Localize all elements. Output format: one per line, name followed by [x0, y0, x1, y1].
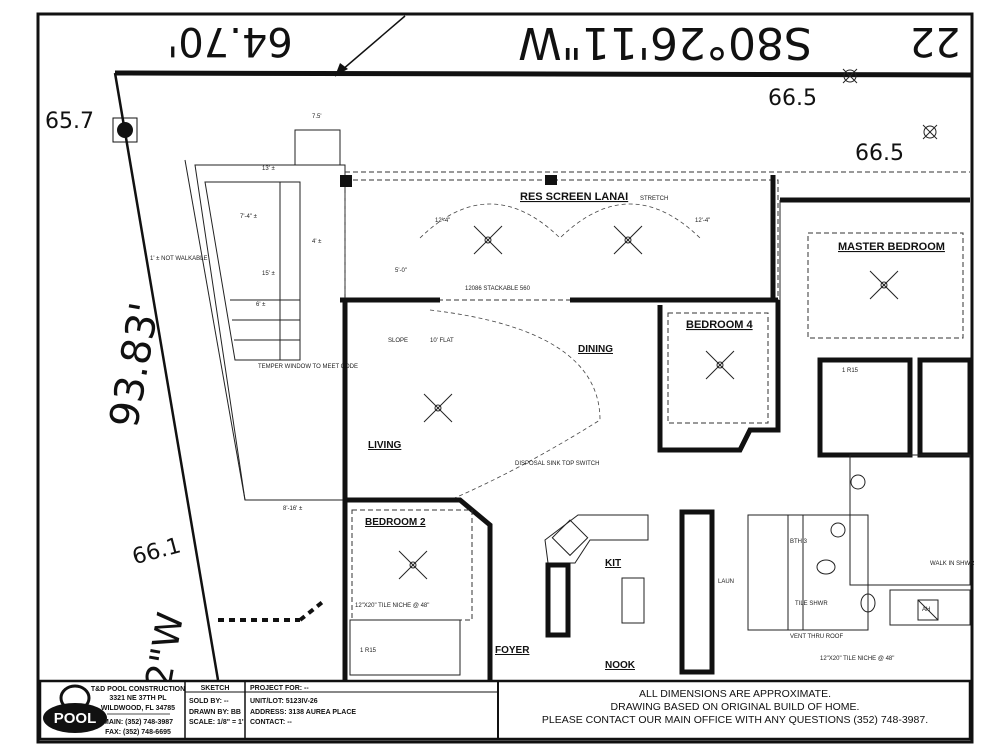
svg-text:S80°26'11"W: S80°26'11"W [518, 17, 812, 68]
pool-dim: 7.5' [312, 114, 322, 120]
company-main-phone: MAIN: (352) 748-3987 [103, 719, 173, 726]
ceiling-fan-icon [613, 225, 643, 255]
sold-by: SOLD BY: -- [189, 698, 229, 705]
project-address: ADDRESS: 3138 AUREA PLACE [250, 709, 356, 716]
bedroom-2-walls [345, 497, 493, 680]
pool-dim: 8'-16' ± [283, 506, 303, 512]
unit-lot: UNIT/LOT: 5123IV-26 [250, 698, 318, 705]
not-walkable-note: 1' ± NOT WALKABLE [150, 256, 207, 262]
temper-window-note: TEMPER WINDOW TO MEET CODE [258, 364, 358, 370]
left-distance-label: 93.83' [101, 299, 168, 431]
property-lines [113, 15, 973, 681]
stackable-door-label: 12086 STACKABLE 560 [465, 286, 531, 292]
company-name: T&D POOL CONSTRUCTION [91, 686, 185, 693]
vent-note: VENT THRU ROOF [790, 634, 843, 640]
pool-dim: 4' ± [312, 239, 322, 245]
ceiling-fan-icon [423, 393, 453, 423]
svg-text:66.1: 66.1 [130, 533, 184, 570]
room-label-walk-in-shwr: WALK IN SHWR [930, 561, 975, 567]
survey-point-icon [117, 122, 133, 138]
room-label-laun: LAUN [718, 579, 734, 585]
company-fax: FAX: (352) 748-6695 [105, 729, 171, 736]
kitchen-counters [544, 509, 715, 675]
pool-outline [184, 129, 346, 501]
ceiling-fan-icon [705, 350, 735, 380]
note-line: DRAWING BASED ON ORIGINAL BUILD OF HOME. [611, 701, 860, 713]
master-bedroom-walls [779, 197, 970, 420]
sketch-header: SKETCH [201, 685, 230, 692]
elevation-label: 65.7 [45, 109, 94, 134]
room-label-foyer: FOYER [495, 645, 530, 656]
room-label-bedroom-2: BEDROOM 2 [365, 517, 426, 528]
scale: SCALE: 1/8" = 1' [189, 719, 244, 726]
insulation-label: 1 R15 [842, 368, 859, 374]
lanai-walls [340, 171, 970, 303]
top-bearing-label: S80°26'11"W [518, 17, 812, 68]
pool-dim: 13' ± [262, 166, 275, 172]
lanai-dim: 12'-4" [695, 218, 710, 224]
elevation-label: 66.5 [768, 86, 817, 111]
pool-dim: 7'-4" ± [240, 214, 258, 220]
room-label-kit: KIT [605, 558, 621, 569]
lanai-dim: 5'-0" [395, 268, 407, 274]
room-label-lanai: RES SCREEN LANAI [520, 191, 628, 203]
room-label-bedroom-4: BEDROOM 4 [686, 319, 754, 331]
slope-label: SLOPE [388, 338, 408, 344]
company-address-2: WILDWOOD, FL 34785 [101, 705, 175, 712]
elevation-label: 66.1 [130, 533, 184, 570]
lighting-circuit [429, 309, 601, 501]
svg-text:22: 22 [910, 18, 961, 64]
pool-dim: 15' ± [262, 271, 275, 277]
ceiling-fan-icon [398, 550, 428, 580]
bedroom-4-walls [657, 300, 781, 453]
room-label-living: LIVING [368, 440, 402, 451]
svg-text:2"W: 2"W [139, 610, 192, 691]
tile-shwr-label: TILE SHWR [795, 601, 828, 607]
room-label-dining: DINING [578, 344, 613, 355]
ceiling-fan-icon [869, 270, 899, 300]
disposal-note: DISPOSAL SINK TOP SWITCH [515, 461, 599, 467]
svg-text:POOL: POOL [54, 710, 97, 727]
top-distance-label: 64.70' [167, 18, 293, 64]
bath-walls [747, 357, 973, 631]
note-line: PLEASE CONTACT OUR MAIN OFFICE WITH ANY … [542, 714, 928, 726]
svg-text:64.70': 64.70' [167, 18, 293, 64]
drawn-by: DRAWN BY: BB [189, 709, 241, 716]
ceiling-fan-icon [473, 225, 503, 255]
project-for: PROJECT FOR: -- [250, 685, 309, 692]
room-label-master-bedroom: MASTER BEDROOM [838, 241, 945, 253]
survey-point-box [112, 117, 138, 143]
company-address-1: 3321 NE 37TH PL [109, 695, 167, 702]
title-block [38, 679, 972, 741]
note-line: ALL DIMENSIONS ARE APPROXIMATE. [639, 688, 831, 700]
pool-dim: 6' ± [256, 302, 266, 308]
left-bearing-label: 2"W [139, 610, 192, 691]
survey-cross-icon [842, 68, 858, 84]
top-corner-label: 22 [910, 18, 961, 64]
svg-text:93.83': 93.83' [101, 299, 168, 431]
room-label-ah: AH [922, 607, 930, 613]
stretch-label: STRETCH [640, 196, 668, 202]
elevation-label: 66.5 [855, 141, 904, 166]
contact: CONTACT: -- [250, 719, 293, 726]
room-label-bth-3: BTH 3 [790, 539, 808, 545]
tile-niche-note-2: 12"X20" TILE NICHE @ 48" [820, 656, 894, 662]
tile-niche-note: 12"X20" TILE NICHE @ 48" [355, 603, 429, 609]
lanai-dim: 12'-4" [435, 218, 450, 224]
room-label-nook: NOOK [605, 660, 636, 671]
flat-label: 10' FLAT [430, 338, 454, 344]
survey-cross-icon [922, 124, 938, 140]
company-logo: POOL [43, 684, 107, 733]
insulation-label: 1 R15 [360, 648, 377, 654]
